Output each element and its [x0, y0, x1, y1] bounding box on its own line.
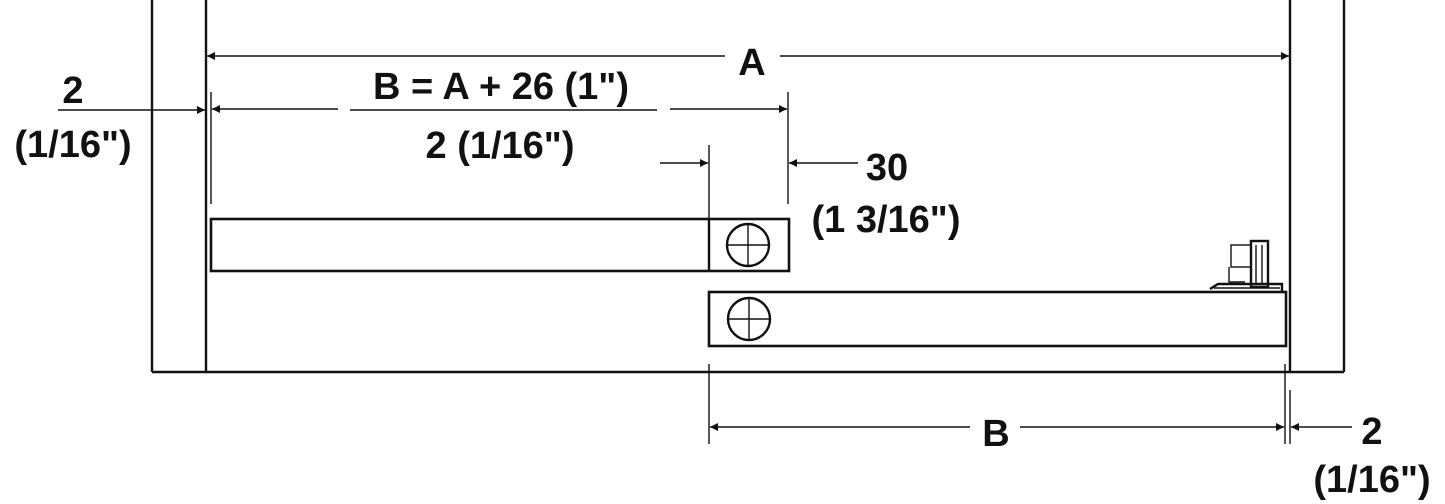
dimension-left-gap: 2 (1/16") — [14, 70, 205, 166]
dimension-overhang: 30 (1 3/16") — [660, 147, 960, 241]
upper-slide-rail — [209, 217, 791, 273]
left-gap-inch: (1/16") — [14, 124, 131, 166]
dimension-a-label: A — [738, 42, 765, 84]
screw-hole-icon — [725, 222, 771, 268]
overhang-value: 30 — [866, 147, 908, 189]
dimension-right-gap: 2 (1/16") — [1291, 411, 1431, 501]
overhang-inch: (1 3/16") — [812, 199, 961, 241]
screw-hole-icon — [726, 296, 772, 342]
lower-rail-body — [707, 290, 1288, 348]
dimension-a: A — [207, 42, 1289, 84]
lower-slide-rail — [707, 239, 1288, 348]
dimension-b-formula: B = A + 26 (1") 2 (1/16") — [212, 66, 787, 167]
upper-rail-body — [209, 217, 791, 273]
extension-lines — [210, 92, 1291, 444]
right-gap-value: 2 — [1361, 411, 1382, 453]
dimension-b: B — [710, 413, 1284, 455]
right-gap-inch: (1/16") — [1313, 459, 1430, 501]
dimension-b-offset-label: 2 (1/16") — [426, 125, 575, 167]
dimension-b-label: B — [982, 413, 1009, 455]
left-gap-value: 2 — [62, 70, 83, 112]
rear-bracket-icon — [1209, 239, 1284, 292]
dimension-b-formula-label: B = A + 26 (1") — [373, 66, 629, 108]
cabinet-outline — [150, 0, 1346, 374]
